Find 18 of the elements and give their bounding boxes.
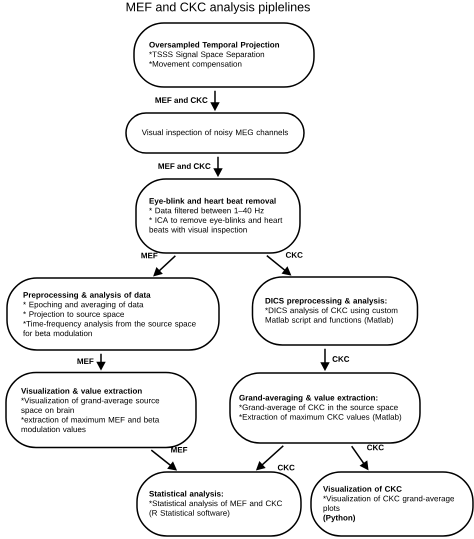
edge-label: MEF	[77, 358, 94, 364]
title: MEF and CKC analysis piplelines	[126, 2, 310, 14]
process-box: Oversampled Temporal Projection *TSSS Signal Space Separation *Movement compensation	[133, 22, 315, 88]
process-box: Grand-averaging & value extraction: *Grand-average of CKC in the source space *Extraction of maximum CKC values (Matlab)	[229, 372, 421, 444]
process-box: Visualization of CKC *Visualization of CKC grand-average plots (Python)	[310, 471, 474, 537]
edge-label: CKC	[332, 356, 350, 362]
edge-label: MEF and CKC	[155, 97, 208, 103]
edge-label: CKC	[367, 444, 384, 450]
process-box: DICS preprocessing & analysis: *DICS analysis of CKC using custom Matlab script and functions (Matlab)	[252, 276, 418, 346]
process-box: Statistical analysis: *Statistical analysis of MEF and CKC (R Statistical software)	[136, 471, 302, 537]
edge-label: MEF and CKC	[158, 163, 211, 169]
process-box: Visual inspection of noisy MEG channels	[125, 112, 305, 154]
process-box: Visualization & value extraction *Visualization of grand-average source space on brain *extraction of maximum MEF and beta modulation values	[5, 372, 197, 448]
edge-label: CKC	[278, 464, 295, 470]
edge-label: MEF	[141, 252, 158, 258]
process-box: Preprocessing & analysis of data * Epoching and averaging of data * Projection to source space *Time-frequency analysis from the source space for beta modulation	[6, 277, 220, 351]
edge-label: MEF	[171, 447, 188, 453]
edge-label: CKC	[286, 252, 303, 258]
